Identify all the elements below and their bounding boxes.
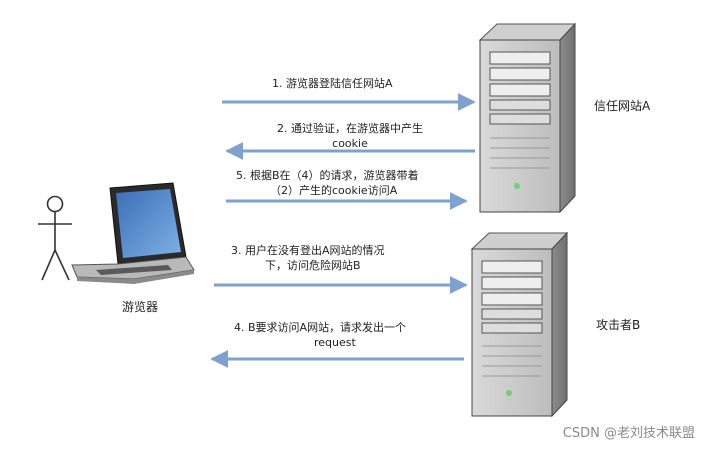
- step1-label: 1. 游览器登陆信任网站A: [272, 77, 393, 90]
- laptop-icon: [71, 182, 195, 284]
- attacker-b-label: 攻击者B: [596, 318, 641, 332]
- step2-label-line1: 2. 通过验证，在游览器中产生: [277, 122, 423, 135]
- step3-label-line2: 下，访问危险网站B: [265, 259, 361, 272]
- site-a-label: 信任网站A: [594, 99, 651, 113]
- user-figure-icon: [38, 195, 72, 281]
- server-a-icon: [478, 22, 577, 214]
- step5-label-line2: （2）产生的cookie访问A: [270, 184, 398, 197]
- step3-label-line1: 3. 用户在没有登出A网站的情况: [231, 244, 385, 257]
- browser-label: 游览器: [122, 300, 159, 314]
- watermark: CSDN @老刘技术联盟: [562, 426, 695, 441]
- step2-label-line2: cookie: [332, 137, 368, 150]
- step5-label-line1: 5. 根据B在（4）的请求，游览器带着: [236, 169, 419, 182]
- step4-label-line1: 4. B要求访问A网站，请求发出一个: [234, 321, 407, 334]
- server-b-icon: [470, 231, 569, 418]
- step4-label-line2: request: [314, 336, 356, 349]
